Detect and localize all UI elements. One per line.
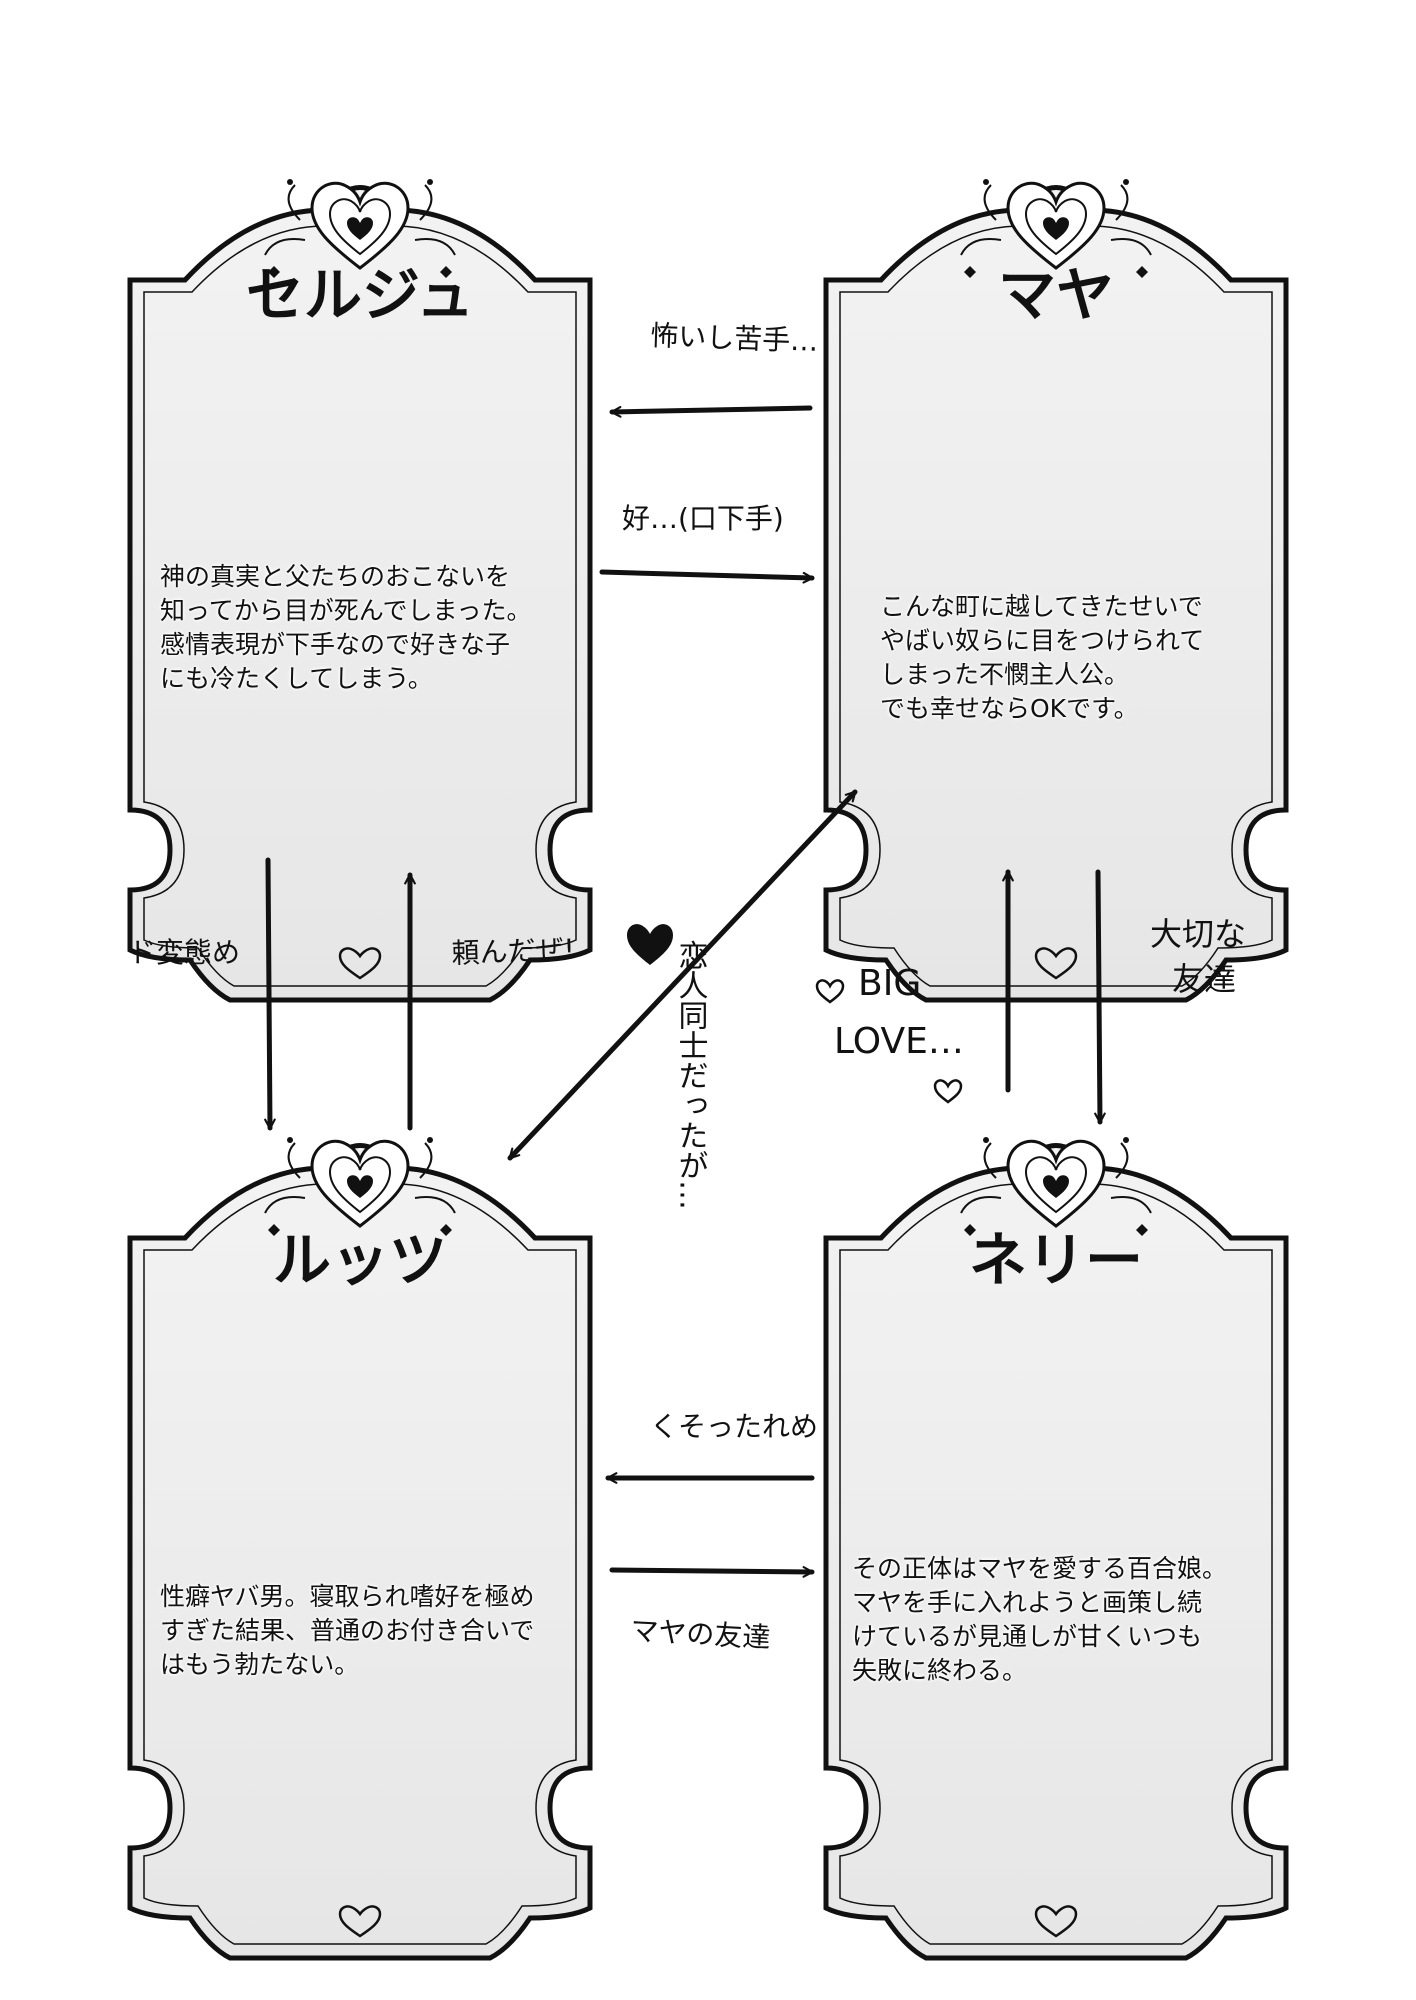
ornate-heart-crest-icon <box>960 179 1152 278</box>
heart-icon <box>933 1079 963 1104</box>
arrow-serju-to-maya <box>599 569 815 584</box>
relation-maya-to-nelly-line2: 友達 <box>1172 960 1236 998</box>
character-description-maya: こんな町に越してきたせいで やばい奴らに目をつけられて しまった不憫主人公。 で… <box>880 592 1205 723</box>
character-name-ruttsu: ルッツ <box>273 1226 447 1294</box>
character-name-nelly: ネリー <box>969 1226 1143 1294</box>
arrow-maya-to-nelly <box>1094 869 1106 1125</box>
heart-icon <box>627 924 673 965</box>
relation-maya-ruttsu: 恋人同士だったが… <box>673 940 708 1210</box>
character-description-ruttsu: 性癖ヤバ男。寝取られ嗜好を極め すぎた結果、普通のお付き合いで はもう勃たない。 <box>160 1582 535 1679</box>
heart-icon <box>815 979 845 1004</box>
ornate-heart-crest-icon <box>960 1137 1152 1236</box>
heart-icon <box>1034 947 1078 980</box>
relation-nelly-to-maya-line1: BIG <box>858 963 921 1004</box>
character-description-nelly: その正体はマヤを愛する百合娘。 マヤを手に入れようと画策し続 けているが見通しが… <box>852 1554 1228 1685</box>
character-name-serju: セルジュ <box>246 261 474 329</box>
card-nelly: ネリー <box>823 1137 1289 1961</box>
arrow-maya-ruttsu <box>507 789 858 1161</box>
relation-serju-to-maya: 好…(口下手) <box>622 502 784 535</box>
character-description-serju: 神の真実と父たちのおこないを 知ってから目が死んでしまった。 感情表現が下手なの… <box>160 562 532 693</box>
arrow-maya-to-serju <box>609 405 813 418</box>
relation-serju-to-ruttsu: ド変態め <box>128 936 240 969</box>
heart-icon <box>338 947 382 980</box>
arrow-ruttsu-to-nelly <box>609 1566 815 1578</box>
relation-nelly-to-maya-line2: LOVE… <box>834 1021 964 1062</box>
character-name-maya: マヤ <box>998 261 1114 329</box>
relation-nelly-to-ruttsu: くそったれめ <box>650 1410 818 1443</box>
heart-icon <box>338 1905 382 1938</box>
ornate-heart-crest-icon <box>264 1137 456 1236</box>
ornate-heart-crest-icon <box>264 179 456 278</box>
relation-maya-to-nelly-line1: 大切な <box>1150 915 1246 953</box>
relation-maya-to-serju: 怖いし苦手… <box>650 319 819 358</box>
arrow-serju-to-ruttsu <box>264 857 276 1131</box>
relation-ruttsu-to-nelly: マヤの友達 <box>630 1614 772 1654</box>
heart-icon <box>1034 1905 1078 1938</box>
card-serju: セルジュ <box>127 179 593 1003</box>
relation-ruttsu-to-serju: 頼んだぜ! <box>451 933 575 970</box>
card-ruttsu: ルッツ <box>127 1137 593 1961</box>
